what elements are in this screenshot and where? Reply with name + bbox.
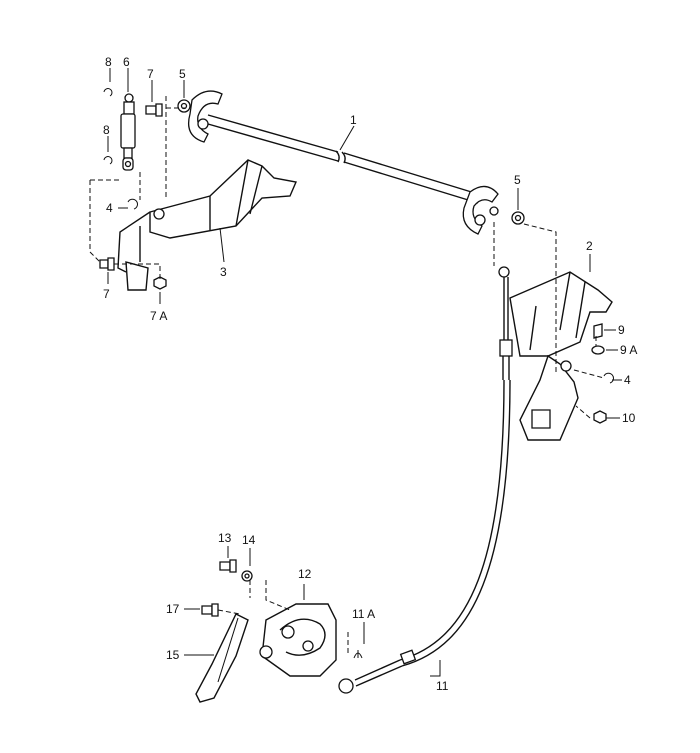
label-6: 6 xyxy=(123,55,130,69)
part-5-washer-left xyxy=(177,99,191,113)
callout-labels: 8 6 7 5 8 1 5 2 4 3 7 7 A 9 9 A 4 10 11 … xyxy=(103,55,637,693)
part-9A-washer xyxy=(591,345,605,355)
label-14: 14 xyxy=(242,533,256,547)
label-7-top: 7 xyxy=(147,67,154,81)
part-12-mechanism xyxy=(259,603,337,677)
part-4-clip-left xyxy=(127,198,138,210)
part-13-bolt xyxy=(219,559,237,573)
part-17-bolt xyxy=(201,603,219,617)
label-11A: 11 A xyxy=(352,607,375,621)
part-14-washer xyxy=(241,570,253,582)
label-4-left: 4 xyxy=(106,201,113,215)
part-5-washer-right xyxy=(511,211,525,225)
label-15: 15 xyxy=(166,648,180,662)
label-7-bottom: 7 xyxy=(103,287,110,301)
label-8-top: 8 xyxy=(105,55,112,69)
label-3: 3 xyxy=(220,265,227,279)
part-4-clip-right xyxy=(603,372,614,384)
part-10-nut xyxy=(593,410,607,424)
part-11-cable xyxy=(338,266,513,694)
label-8-mid: 8 xyxy=(103,123,110,137)
part-7-bolt-bottom xyxy=(99,257,115,271)
part-6-gas-strut xyxy=(120,93,136,171)
part-2-right-bracket xyxy=(509,271,613,441)
part-9-bolt xyxy=(593,323,603,339)
label-5-left: 5 xyxy=(179,67,186,81)
label-1: 1 xyxy=(350,113,357,127)
label-13: 13 xyxy=(218,531,232,545)
label-11: 11 xyxy=(436,679,449,693)
part-1-shaft xyxy=(187,90,499,235)
label-5-right: 5 xyxy=(514,173,521,187)
label-2: 2 xyxy=(586,239,593,253)
label-7A: 7 A xyxy=(150,309,167,323)
label-9: 9 xyxy=(618,323,625,337)
part-7-bolt-top xyxy=(145,103,163,117)
part-11A-clip xyxy=(353,650,363,659)
label-17: 17 xyxy=(166,602,180,616)
label-12: 12 xyxy=(298,567,312,581)
callout-leaders xyxy=(107,68,622,677)
label-9A: 9 A xyxy=(620,343,637,357)
part-8-clips xyxy=(103,88,113,165)
label-10: 10 xyxy=(622,411,636,425)
label-4-right: 4 xyxy=(624,373,631,387)
part-3-left-bracket xyxy=(117,159,297,291)
part-15-lever xyxy=(195,613,249,703)
assembly-lines xyxy=(89,96,605,656)
